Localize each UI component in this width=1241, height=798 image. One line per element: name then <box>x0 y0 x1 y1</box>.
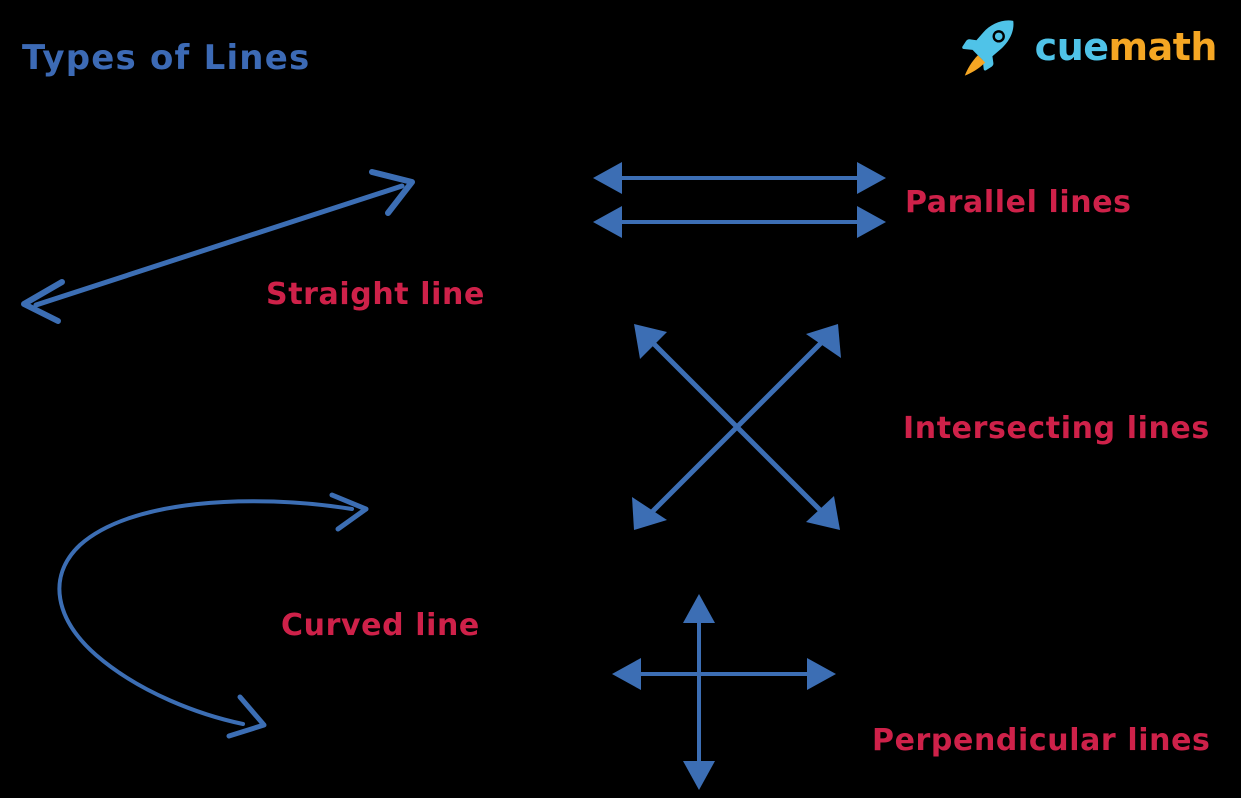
parallel-line-bottom-arrowhead-left <box>593 206 622 238</box>
intersecting-line-b-arrowhead-lower-right <box>806 496 840 530</box>
label-straight-line: Straight line <box>266 277 485 312</box>
logo-text-cue: cue <box>1034 25 1109 69</box>
cuemath-wordmark: cuemath <box>1034 25 1218 69</box>
figure-intersecting-lines <box>632 324 841 530</box>
curved-line-arrowhead-top <box>329 492 369 532</box>
page-title: Types of Lines <box>22 38 311 78</box>
cuemath-logo: cuemath <box>959 16 1218 78</box>
perpendicular-arrowhead-right <box>807 658 836 690</box>
perpendicular-arrowhead-top <box>683 594 715 623</box>
intersecting-line-a-arrowhead-upper-right <box>806 324 841 358</box>
rocket-icon <box>961 20 1014 76</box>
intersecting-line-a-shaft <box>650 340 824 514</box>
parallel-line-bottom-arrowhead-right <box>857 206 886 238</box>
label-curved-line: Curved line <box>281 608 480 643</box>
label-perpendicular-lines: Perpendicular lines <box>872 723 1211 758</box>
perpendicular-arrowhead-left <box>612 658 641 690</box>
label-intersecting-lines: Intersecting lines <box>903 411 1210 446</box>
straight-line-arrowhead-right <box>369 169 415 216</box>
parallel-line-top-arrowhead-left <box>593 162 622 194</box>
logo-text-math: math <box>1108 25 1218 69</box>
intersecting-line-b-arrowhead-upper-left <box>634 324 667 359</box>
figure-parallel-lines <box>593 162 886 238</box>
figure-perpendicular-lines <box>612 594 836 790</box>
curved-line-arrowhead-bottom <box>226 694 267 739</box>
parallel-line-top-arrowhead-right <box>857 162 886 194</box>
intersecting-line-a-arrowhead-lower-left <box>632 497 667 530</box>
label-parallel-lines: Parallel lines <box>905 185 1132 220</box>
perpendicular-arrowhead-bottom <box>683 761 715 790</box>
intersecting-line-b-shaft <box>650 340 824 514</box>
straight-line-arrowhead-left <box>21 279 65 324</box>
